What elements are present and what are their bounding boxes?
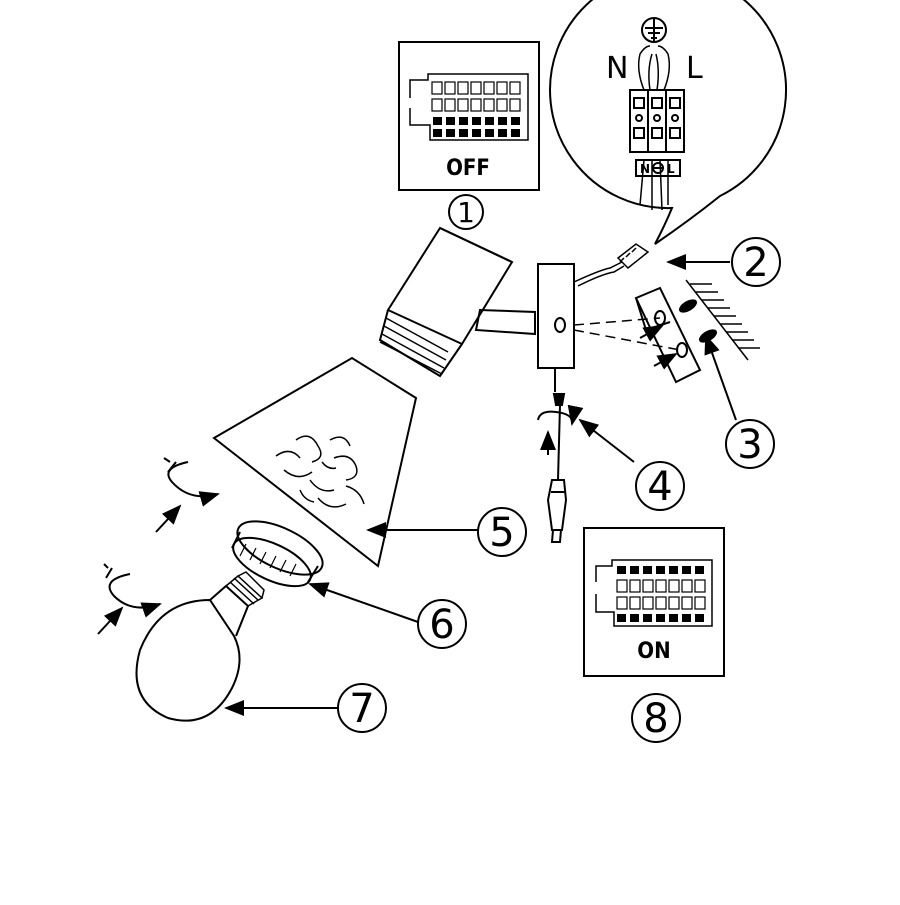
on-label: ON [637, 639, 670, 664]
callout-circle-5 [477, 507, 527, 557]
light-bulb-icon [135, 571, 265, 722]
callout-circle-1 [448, 194, 484, 230]
plate-neutral-label: N [640, 162, 650, 176]
wall-hatching [678, 279, 760, 361]
callout-4: 4 [647, 464, 672, 510]
breaker-off-panel [398, 41, 540, 191]
arm [474, 308, 536, 336]
callout-8: 8 [643, 696, 668, 742]
callout-circle-6 [417, 599, 467, 649]
leader-4 [578, 418, 635, 463]
leader-3 [704, 334, 737, 421]
callout-circle-8 [631, 693, 681, 743]
callout-5: 5 [489, 510, 514, 556]
shade-pattern-icon [275, 435, 365, 508]
callout-circle-2 [731, 237, 781, 287]
neutral-label: N [606, 51, 628, 86]
callout-circle-3 [725, 419, 775, 469]
lamp-head [378, 226, 536, 378]
wall-base [537, 263, 575, 392]
screwdriver-icon [537, 393, 584, 543]
terminal-block-icon [629, 89, 685, 153]
rotation-arrow-icon-2 [97, 563, 162, 635]
breaker-on-panel [583, 527, 725, 677]
callout-2: 2 [743, 240, 768, 286]
leader-6 [308, 582, 419, 623]
live-label: L [686, 51, 703, 86]
callout-circle-7 [337, 683, 387, 733]
callout-7: 7 [349, 686, 374, 732]
breaker-strip-off-icon [409, 73, 529, 141]
lamp-shade [212, 356, 418, 568]
off-label: OFF [446, 156, 490, 181]
callout-1: 1 [457, 196, 475, 229]
rotation-arrow-icon [155, 457, 220, 533]
mounting-bracket [573, 286, 702, 384]
callout-6: 6 [429, 602, 454, 648]
terminal-plate [635, 159, 681, 177]
earth-symbol-icon [641, 17, 667, 43]
wiring-detail-bubble [549, 0, 787, 245]
callout-circle-4 [635, 461, 685, 511]
shade-ring [231, 520, 324, 588]
cable-terminal-icon [573, 243, 650, 287]
plate-live-label: L [667, 162, 675, 176]
wall-plugs-icon [678, 299, 718, 343]
thread-lines [379, 317, 449, 375]
callout-3: 3 [737, 422, 762, 468]
breaker-strip-on-icon [595, 559, 713, 627]
